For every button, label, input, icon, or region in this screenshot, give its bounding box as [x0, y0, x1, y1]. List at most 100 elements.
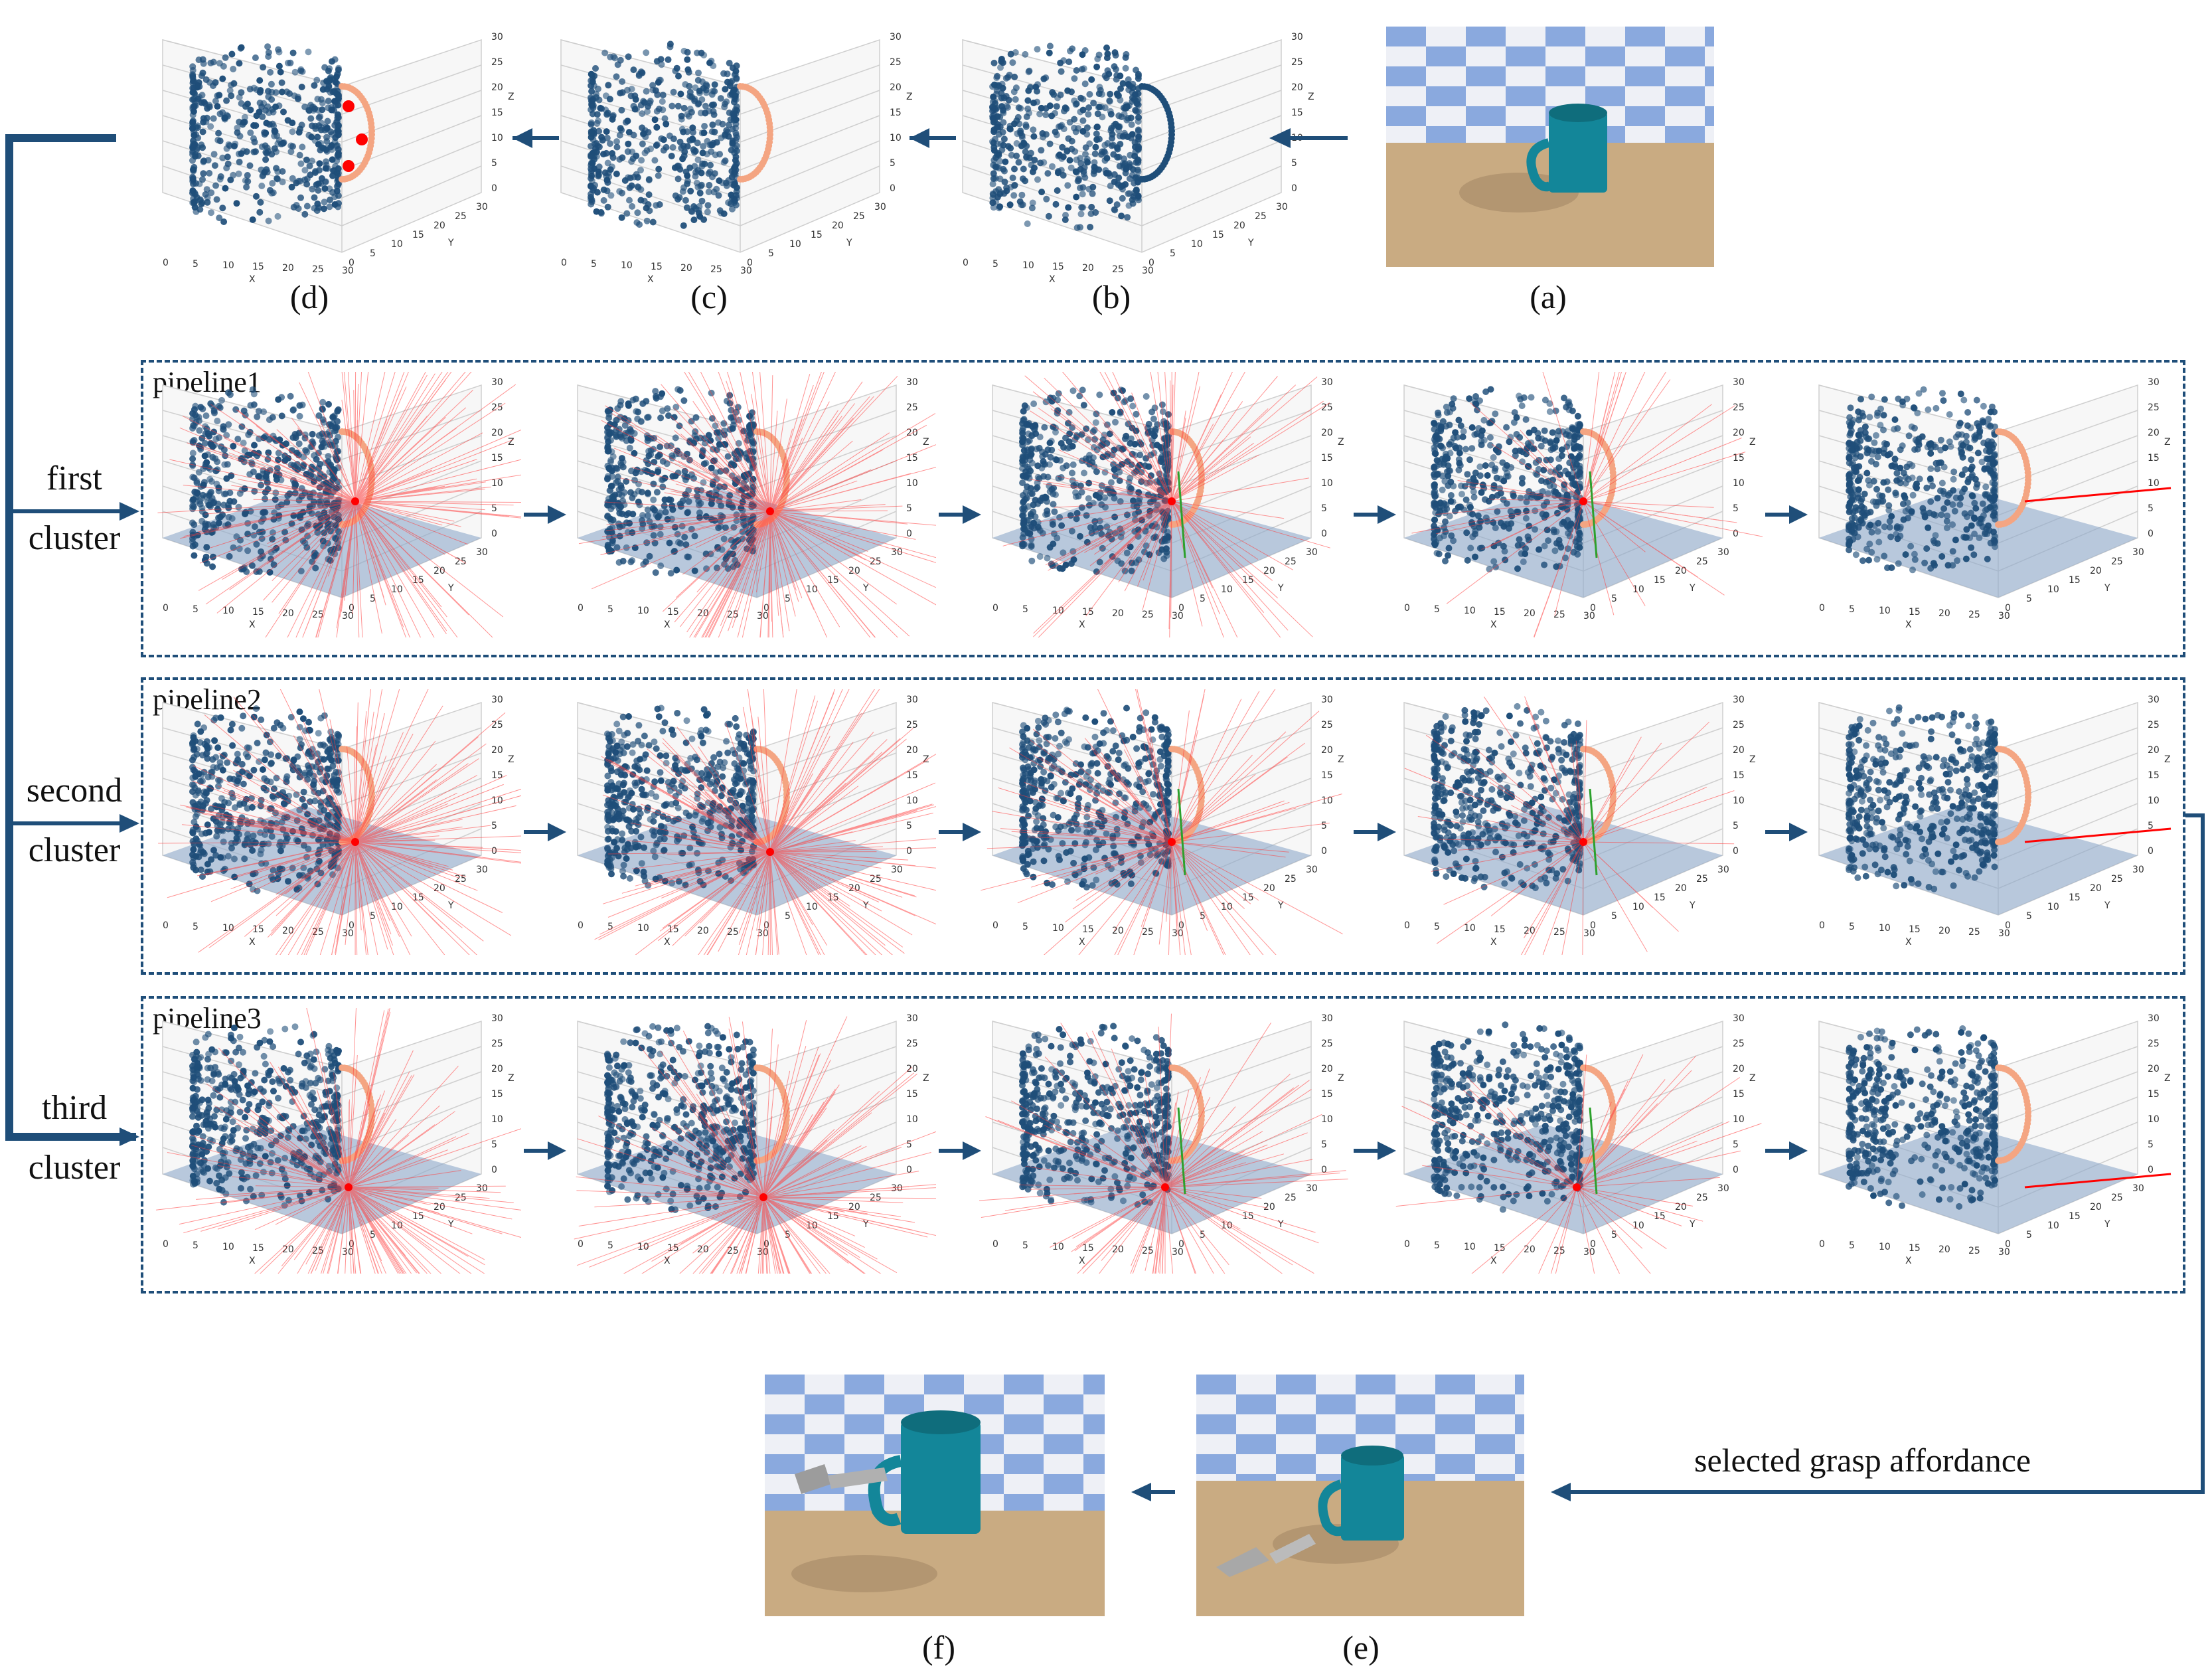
first-cluster-label: first cluster [1, 449, 147, 568]
y-tick-label: 30 [1306, 547, 1318, 558]
x-tick-label: 25 [1553, 927, 1565, 938]
y-tick-label: 15 [827, 575, 839, 586]
z-tick-label: 30 [2148, 695, 2160, 705]
y-tick-label: 5 [1200, 594, 1206, 604]
grasp-ray-bundle [1404, 696, 1735, 955]
y-tick-label: 5 [2026, 911, 2032, 922]
x-tick-label: 10 [1879, 606, 1891, 616]
z-tick-label: 15 [906, 1089, 918, 1100]
z-tick-label: 5 [890, 158, 896, 169]
x-tick-label: 30 [1583, 928, 1595, 939]
y-tick-label: 25 [2111, 556, 2123, 567]
caption-c: (c) [690, 278, 728, 315]
y-tick-label: 15 [811, 230, 823, 240]
y-tick-label: 5 [1170, 248, 1176, 259]
x-tick-label: 30 [1583, 1247, 1595, 1258]
y-axis-label: Y [1689, 900, 1696, 911]
y-tick-label: 30 [1306, 1183, 1318, 1194]
z-tick-label: 15 [1321, 453, 1333, 463]
grasp-ray-bundle [158, 689, 521, 955]
z-tick-label: 10 [491, 1114, 503, 1125]
left-bracket-connector [5, 134, 139, 1146]
y-axis-label: Y [846, 238, 852, 248]
y-tick-label: 30 [1276, 202, 1288, 212]
y-tick-label: 15 [412, 230, 424, 240]
x-tick-label: 30 [757, 611, 769, 622]
z-tick-label: 30 [491, 377, 503, 388]
z-tick-label: 0 [1733, 529, 1739, 539]
z-tick-label: 15 [1291, 108, 1303, 118]
first-cluster-line2: cluster [28, 519, 121, 557]
x-tick-label: 30 [740, 266, 752, 276]
x-axis-label: X [1079, 1256, 1085, 1266]
z-tick-label: 25 [491, 1039, 503, 1049]
z-tick-label: 20 [1321, 745, 1333, 756]
x-tick-label: 0 [1819, 603, 1825, 614]
z-tick-label: 10 [1321, 478, 1333, 489]
z-tick-label: 25 [906, 720, 918, 730]
y-tick-label: 10 [806, 584, 818, 595]
y-tick-label: 30 [1717, 865, 1729, 875]
cup-point-cloud [189, 43, 342, 225]
y-tick-label: 0 [349, 603, 355, 614]
y-tick-label: 15 [1242, 575, 1254, 586]
x-tick-label: 5 [607, 922, 613, 932]
x-tick-label: 10 [1052, 923, 1064, 934]
grasp-point [351, 497, 359, 505]
scene-f-lift [765, 1375, 1105, 1616]
z-tick-label: 25 [906, 402, 918, 413]
z-tick-label: 5 [1733, 1139, 1739, 1150]
z-tick-label: 5 [1733, 503, 1739, 514]
x-tick-label: 0 [1819, 920, 1825, 931]
x-tick-label: 10 [1464, 1242, 1476, 1252]
z-tick-label: 25 [1733, 1039, 1745, 1049]
y-tick-label: 10 [391, 584, 403, 595]
x-tick-label: 5 [1434, 604, 1440, 615]
z-tick-label: 15 [1733, 770, 1745, 781]
pipeline-step-arrow [524, 505, 566, 524]
y-tick-label: 10 [2047, 584, 2059, 595]
caption-f: (f) [922, 1629, 955, 1666]
x-tick-label: 0 [1404, 920, 1410, 931]
x-axis-label: X [249, 620, 256, 630]
x-tick-label: 30 [1172, 928, 1184, 939]
cup-point-cloud [1431, 1021, 1583, 1213]
x-tick-label: 25 [1968, 610, 1980, 620]
z-tick-label: 30 [906, 695, 918, 705]
y-tick-label: 15 [2069, 575, 2081, 586]
x-tick-label: 15 [1909, 924, 1921, 935]
z-tick-label: 10 [890, 133, 902, 143]
x-tick-label: 5 [1022, 1240, 1028, 1251]
x-tick-label: 5 [193, 604, 198, 615]
x-tick-label: 5 [1849, 1240, 1855, 1251]
y-tick-label: 20 [434, 1202, 445, 1212]
x-tick-label: 5 [1022, 604, 1028, 615]
selected-grasp-affordance-label: selected grasp affordance [1694, 1442, 2031, 1479]
y-tick-label: 0 [1148, 258, 1154, 268]
z-tick-label: 5 [1321, 503, 1327, 514]
x-axis-label: X [1905, 620, 1912, 630]
x-tick-label: 20 [697, 1244, 709, 1255]
y-tick-label: 20 [1675, 566, 1687, 576]
scene-a-render [1386, 27, 1714, 267]
x-tick-label: 25 [1968, 927, 1980, 938]
top-row-arrows [513, 128, 1348, 148]
z-tick-label: 25 [2148, 402, 2160, 413]
x-tick-label: 5 [607, 604, 613, 615]
y-tick-label: 30 [1306, 865, 1318, 875]
z-tick-label: 30 [1291, 32, 1303, 42]
y-tick-label: 20 [832, 220, 844, 231]
x-tick-label: 20 [282, 608, 294, 619]
x-tick-label: 25 [710, 264, 722, 275]
x-tick-label: 20 [1938, 608, 1950, 619]
z-tick-label: 10 [906, 1114, 918, 1125]
pipeline-step-arrow [524, 1141, 566, 1160]
x-tick-label: 15 [1909, 1243, 1921, 1254]
y-tick-label: 30 [476, 547, 488, 558]
z-tick-label: 30 [1321, 377, 1333, 388]
approach-axis [1589, 471, 1598, 558]
x-tick-label: 5 [1849, 922, 1855, 932]
handle-point-cloud [1995, 428, 2031, 528]
